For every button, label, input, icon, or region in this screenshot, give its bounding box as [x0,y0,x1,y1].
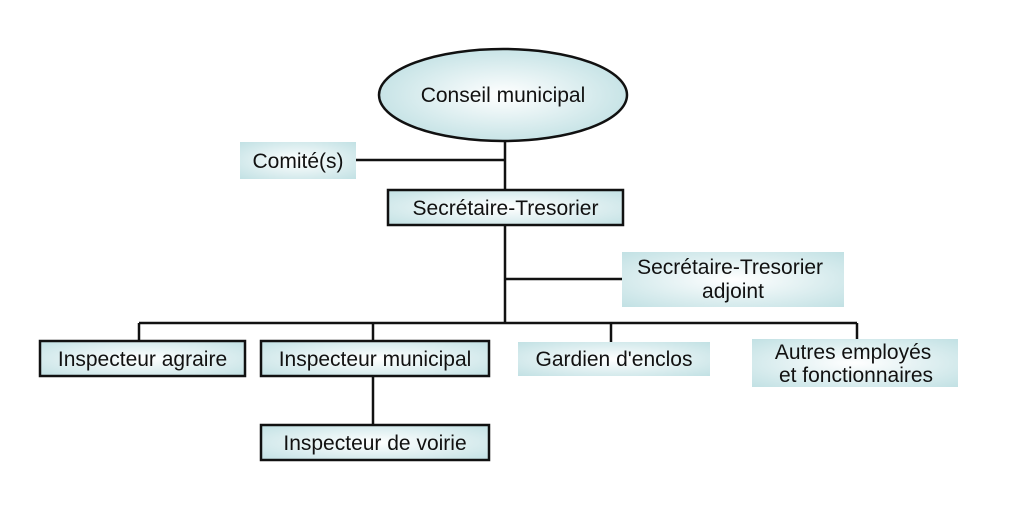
connectors [137,141,859,425]
node-gardien-enclos-shape [518,342,710,376]
node-secretaire-tresorier-label: Secrétaire-Tresorier [413,197,599,220]
node-conseil-municipal: Conseil municipal [377,47,629,143]
node-comites-label: Comité(s) [252,150,343,173]
node-inspecteur-agraire: Inspecteur agraire [38,339,247,378]
node-inspecteur-municipal: Inspecteur municipal [259,339,491,378]
node-secretaire-tresorier-adjoint-line-2: adjoint [702,280,764,303]
node-conseil-municipal-label: Conseil municipal [421,84,586,107]
node-autres-employes-shape [752,339,958,387]
node-autres-employes-line-1: Autres employés [775,341,931,364]
node-inspecteur-agraire-label: Inspecteur agraire [58,348,227,371]
node-inspecteur-voirie: Inspecteur de voirie [259,423,491,462]
node-secretaire-tresorier: Secrétaire-Tresorier [386,188,625,227]
node-secretaire-tresorier-shape [386,188,625,227]
node-inspecteur-agraire-shape [38,339,247,378]
node-secretaire-tresorier-adjoint-line-1: Secrétaire-Tresorier [637,256,823,279]
node-inspecteur-voirie-label: Inspecteur de voirie [283,432,466,455]
node-inspecteur-municipal-shape [259,339,491,378]
node-conseil-municipal-shape [377,47,629,143]
node-comites-shape [240,142,356,179]
node-autres-employes-label: Autres employés et fonctionnaires [775,341,937,387]
node-gardien-enclos-label: Gardien d'enclos [536,348,693,371]
node-secretaire-tresorier-adjoint-shape [622,252,844,307]
node-secretaire-tresorier-adjoint-label: Secrétaire-Tresorier adjoint [637,256,829,303]
node-autres-employes-line-2: et fonctionnaires [779,364,933,387]
node-inspecteur-voirie-shape [259,423,491,462]
node-inspecteur-municipal-label: Inspecteur municipal [279,348,472,371]
node-secretaire-tresorier-adjoint: Secrétaire-Tresorier adjoint [622,252,844,307]
node-autres-employes: Autres employés et fonctionnaires [752,339,958,387]
node-comites: Comité(s) [240,142,356,179]
node-gardien-enclos: Gardien d'enclos [518,342,710,376]
